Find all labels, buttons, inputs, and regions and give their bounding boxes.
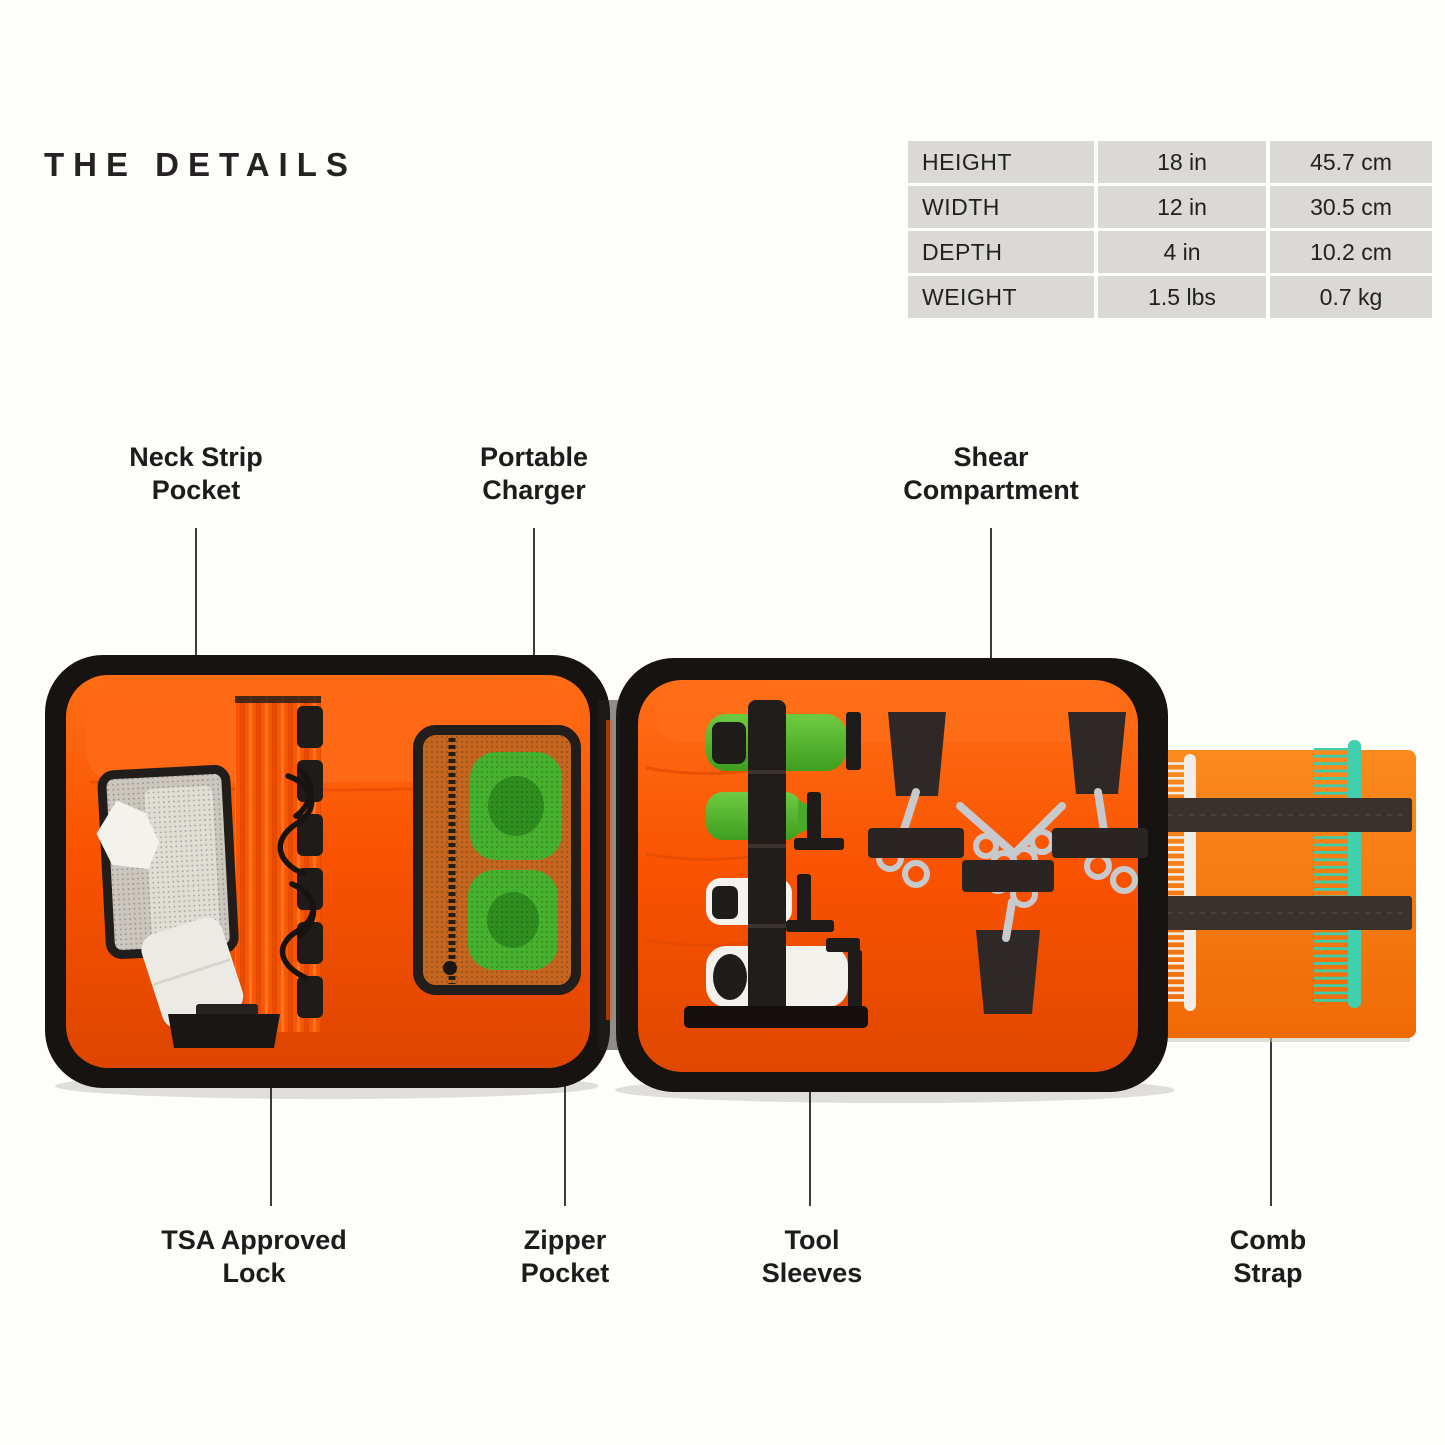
neck-strip-pocket <box>96 764 239 959</box>
zipper-mesh-pocket <box>413 725 581 995</box>
spec-imperial-height: 18 in <box>1098 141 1266 183</box>
callout-shear-compartment: Shear Compartment <box>903 442 1079 505</box>
zipper-pull <box>443 961 457 975</box>
spec-label-height: HEIGHT <box>908 141 1094 183</box>
spec-metric-height: 45.7 cm <box>1270 141 1432 183</box>
shear-holster-bottom <box>976 930 1040 1014</box>
leader-line-tool-sleeves <box>809 1076 811 1206</box>
tool-sleeve-strap <box>748 700 786 1018</box>
spec-imperial-width: 12 in <box>1098 186 1266 228</box>
callout-tsa-approved-lock: TSA Approved Lock <box>161 1225 347 1288</box>
tool-sleeves <box>684 700 868 1028</box>
callout-zipper-pocket: Zipper Pocket <box>520 1225 610 1288</box>
spec-metric-weight: 0.7 kg <box>1270 276 1432 318</box>
charger-block <box>141 917 244 1029</box>
spec-metric-width: 30.5 cm <box>1270 186 1432 228</box>
spec-label-depth: DEPTH <box>908 231 1094 273</box>
spec-table: HEIGHT 18 in 45.7 cm WIDTH 12 in 30.5 cm… <box>908 141 1432 318</box>
shear-holster-top-right <box>1068 712 1126 794</box>
tsa-lock <box>168 1004 280 1048</box>
shear-compartment <box>868 712 1148 1014</box>
left-case <box>45 655 610 1088</box>
spec-label-width: WIDTH <box>908 186 1094 228</box>
spec-imperial-depth: 4 in <box>1098 231 1266 273</box>
stored-cables <box>277 767 317 981</box>
page-title: THE DETAILS <box>44 146 357 183</box>
tissue <box>96 800 160 869</box>
shear-holster-top-left <box>888 712 946 796</box>
leader-line-portable-charger <box>533 528 535 662</box>
leader-line-comb-strap <box>1270 1034 1272 1206</box>
shear-bands <box>868 828 1148 892</box>
elastic-strip <box>235 696 323 1032</box>
callout-tool-sleeves: Tool Sleeves <box>761 1225 863 1288</box>
callout-neck-strip-pocket: Neck Strip Pocket <box>129 442 263 505</box>
right-case <box>616 658 1168 1092</box>
spec-label-weight: WEIGHT <box>908 276 1094 318</box>
callout-comb-strap: Comb Strap <box>1229 1225 1307 1288</box>
spec-imperial-weight: 1.5 lbs <box>1098 276 1266 318</box>
leader-line-shear-compartment <box>990 528 992 664</box>
tool-sleeve-seams <box>645 766 755 948</box>
spec-metric-depth: 10.2 cm <box>1270 231 1432 273</box>
teal-comb <box>1314 740 1361 1008</box>
case-hinge <box>598 700 620 1050</box>
callout-portable-charger: Portable Charger <box>479 442 589 505</box>
comb-flap <box>1150 740 1416 1038</box>
leader-line-neck-strip-pocket <box>195 528 197 660</box>
clipper-green-1 <box>706 712 861 771</box>
bottom-velcro-strip <box>684 1006 868 1028</box>
leader-line-zipper-pocket <box>564 1074 566 1206</box>
comb-strap-bands <box>1150 798 1412 930</box>
leader-line-tsa-approved-lock <box>270 1080 272 1206</box>
